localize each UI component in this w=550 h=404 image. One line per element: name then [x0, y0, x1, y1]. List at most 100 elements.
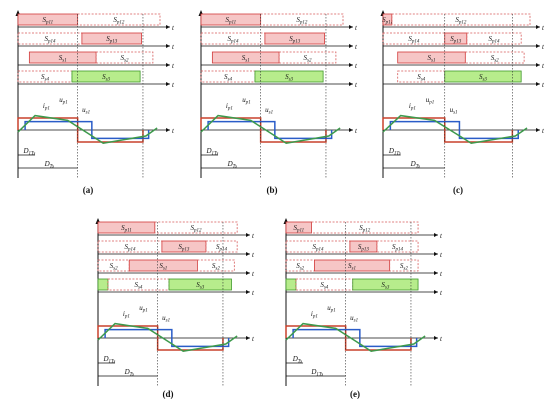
time-axis-arrow: [434, 233, 438, 237]
time-label: t: [440, 251, 443, 259]
time-label: t: [542, 43, 545, 51]
up1-label: up1: [59, 96, 68, 106]
time-axis-arrow: [349, 63, 353, 67]
gate-row-2: Sp14 Sp13 t: [17, 32, 175, 51]
gate-bar: [17, 13, 79, 26]
gate-bar: [95, 51, 154, 64]
secondary-voltage-wave: [24, 120, 150, 140]
gate-label: Ss4: [417, 73, 425, 83]
time-label: t: [440, 289, 443, 297]
gate-label: Ss1: [242, 54, 250, 64]
gate-bar: [389, 259, 419, 272]
gate-label: Sp12: [455, 16, 467, 26]
gate-label: Ss2: [304, 54, 312, 64]
primary-current-wave: [97, 322, 238, 352]
up1-label: up1: [242, 96, 251, 106]
time-axis-arrow: [166, 44, 170, 48]
time-label: t: [440, 232, 443, 240]
gate-bar: [466, 32, 522, 45]
secondary-voltage-wave: [104, 328, 230, 348]
time-axis-arrow: [349, 82, 353, 86]
gate-bar: [17, 70, 73, 83]
time-axis-arrow: [166, 82, 170, 86]
ip1-label: ip1: [226, 102, 233, 112]
primary-current-wave: [17, 114, 158, 144]
interval-label-short: D1Ts: [205, 147, 218, 157]
gate-label: Sp14: [312, 243, 324, 253]
time-label: t: [252, 270, 255, 278]
gate-label: Ss3: [479, 73, 487, 83]
time-axis-arrow: [246, 233, 250, 237]
gate-bar: [200, 70, 256, 83]
time-axis-arrow: [166, 25, 170, 29]
gate-bar: [71, 70, 141, 83]
time-label: t: [252, 251, 255, 259]
up1-label: up1: [327, 304, 336, 314]
gate-bar: [352, 278, 419, 291]
gate-label: Ss1: [348, 262, 356, 272]
time-label: t: [172, 81, 175, 89]
time-axis-arrow: [246, 252, 250, 256]
time-label: t: [172, 62, 175, 70]
time-label: t: [252, 232, 255, 240]
gate-label: Sp12: [359, 224, 371, 234]
interval-label-short: DTs: [292, 355, 302, 365]
gate-bar: [168, 278, 232, 291]
time-label: t: [355, 62, 358, 70]
time-axis-arrow: [536, 44, 540, 48]
gate-label: Ss4: [134, 281, 142, 291]
gate-label: Ss2: [400, 262, 408, 272]
gate-bar: [97, 221, 156, 234]
time-axis-arrow: [246, 290, 250, 294]
us1-label: us1: [82, 106, 90, 116]
gate-bar: [200, 13, 262, 26]
gate-bar: [285, 240, 351, 253]
gate-bar: [382, 13, 393, 26]
ip1-label: ip1: [123, 310, 130, 320]
gate-label: Ss3: [381, 281, 389, 291]
waveform-axis-arrow: [434, 336, 438, 340]
time-label: t: [355, 43, 358, 51]
interval-label-long: DTs: [44, 160, 54, 170]
time-label: t: [252, 335, 255, 343]
interval-label-long: DTs: [410, 160, 420, 170]
time-label: t: [542, 62, 545, 70]
gate-label: Sp11: [225, 16, 236, 26]
gate-label: Sp14: [44, 35, 56, 45]
time-label: t: [172, 43, 175, 51]
gate-label: Ss3: [102, 73, 110, 83]
gate-label: Sp13: [178, 243, 190, 253]
gate-bar: [97, 278, 109, 291]
gate-bar: [17, 32, 83, 45]
time-label: t: [355, 127, 358, 135]
primary-current-wave: [200, 114, 341, 144]
gate-label: Ss3: [196, 281, 204, 291]
gate-bar: [295, 278, 354, 291]
gate-label: Sp14: [488, 35, 500, 45]
gate-label: Sp13: [106, 35, 118, 45]
up1-label: up1: [426, 96, 435, 106]
gate-label: Ss1: [159, 262, 167, 272]
panel-caption: (d): [163, 389, 174, 399]
gate-bar: [285, 259, 315, 272]
interval-label-short: D1Ts: [388, 147, 401, 157]
panel-caption: (e): [350, 389, 360, 399]
gate-label: Sp14: [124, 243, 136, 253]
gate-bar: [376, 240, 419, 253]
gate-bar: [205, 240, 238, 253]
gate-label: Sp13: [450, 35, 462, 45]
gate-label: Ss2: [121, 54, 129, 64]
gate-label: Sp13: [358, 243, 370, 253]
gate-label: Sp14: [227, 35, 239, 45]
waveform-axis-arrow: [536, 128, 540, 132]
